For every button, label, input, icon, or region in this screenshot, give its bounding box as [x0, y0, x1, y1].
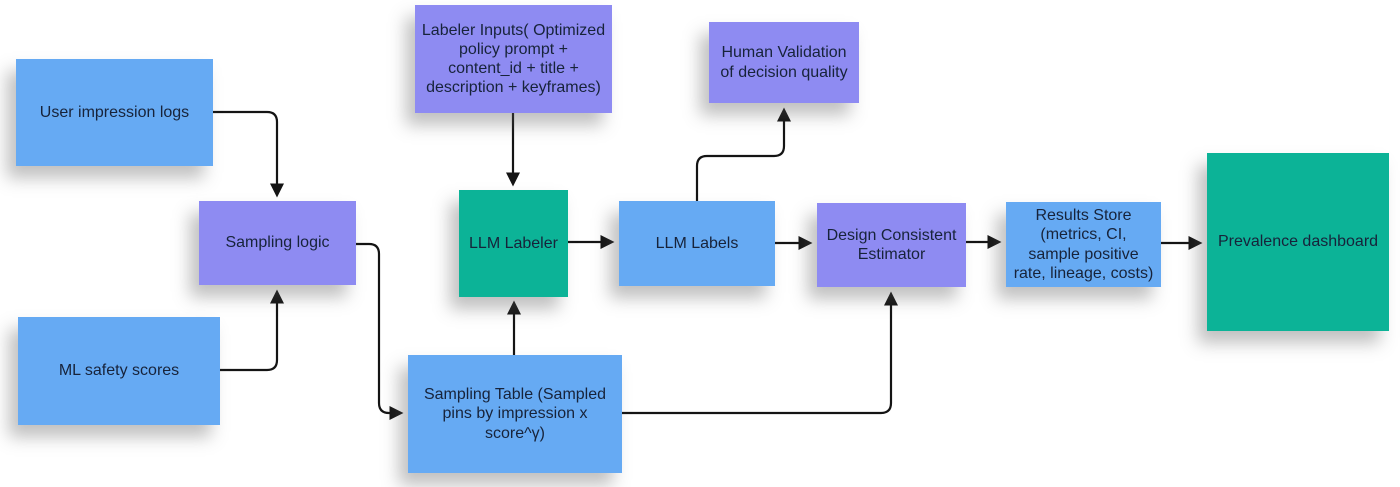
node-label: Sampling logic — [225, 234, 330, 252]
arrow-user-logs-to-sampling-logic — [213, 110, 284, 198]
arrow-llm-labels-to-human-validation — [695, 107, 791, 201]
node-label: LLM Labels — [655, 234, 739, 252]
node-sampling-table: Sampling Table (Sampled pins by impressi… — [408, 355, 622, 473]
node-label: Labeler Inputs( Optimized policy prompt … — [421, 21, 606, 97]
node-label: Sampling Table (Sampled pins by impressi… — [423, 386, 607, 442]
node-label: User impression logs — [39, 103, 190, 121]
node-label: Design Consistent Estimator — [826, 226, 957, 263]
node-label: Prevalence dashboard — [1217, 233, 1379, 251]
node-label: LLM Labeler — [469, 234, 558, 252]
node-label: Results Store (metrics, CI, sample posit… — [1013, 207, 1154, 282]
node-llm-labeler: LLM Labeler — [459, 190, 568, 297]
node-prevalence-dashboard: Prevalence dashboard — [1207, 153, 1389, 331]
node-label: ML safety scores — [58, 362, 180, 380]
node-labeler-inputs: Labeler Inputs( Optimized policy prompt … — [415, 5, 612, 113]
node-design-consistent-estimator: Design Consistent Estimator — [817, 203, 966, 287]
node-sampling-logic: Sampling logic — [199, 201, 356, 285]
node-results-store: Results Store (metrics, CI, sample posit… — [1006, 202, 1161, 287]
node-ml-safety-scores: ML safety scores — [18, 317, 220, 425]
node-llm-labels: LLM Labels — [619, 201, 775, 286]
arrow-sampling-logic-to-sampling-table — [356, 242, 404, 420]
node-user-impression-logs: User impression logs — [16, 59, 213, 166]
node-label: Human Validation of decision quality — [720, 44, 848, 81]
arrow-sampling-table-to-design-estimator — [622, 291, 898, 415]
arrow-ml-scores-to-sampling-logic — [220, 289, 284, 372]
node-human-validation: Human Validation of decision quality — [709, 22, 859, 103]
